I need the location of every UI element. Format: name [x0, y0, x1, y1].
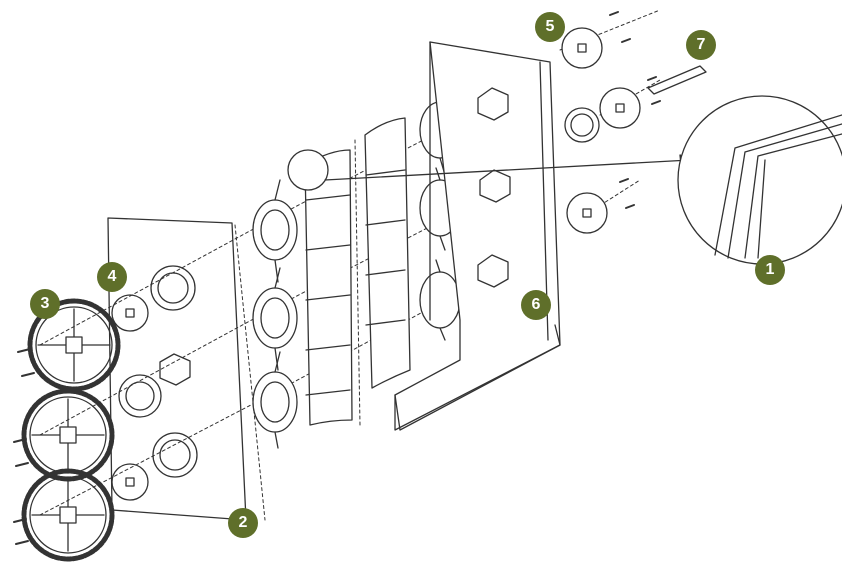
sprocket-gear-middle: [21, 388, 115, 482]
callout-2: 2: [228, 508, 258, 538]
callout-6: 6: [521, 290, 551, 320]
left-panel-bushings: [111, 265, 198, 501]
left-screws: [13, 348, 35, 545]
right-screws: [609, 11, 661, 209]
left-panel-plate: [107, 217, 247, 521]
callout-7: 7: [686, 30, 716, 60]
callout-5: 5: [535, 12, 565, 42]
louvre-blades-column-b: [364, 117, 411, 389]
callout-1: 1: [755, 255, 785, 285]
hub-wheel-column-left: [252, 179, 298, 449]
end-caps-right: [561, 27, 641, 234]
spacer-bar: [647, 65, 707, 95]
callout-4: 4: [97, 262, 127, 292]
louvre-blades-column-a: [287, 149, 353, 426]
sprocket-gear-bottom: [21, 468, 115, 562]
detail-magnifier: [324, 95, 842, 265]
callout-3: 3: [30, 289, 60, 319]
right-panel-bushings: [477, 87, 511, 288]
